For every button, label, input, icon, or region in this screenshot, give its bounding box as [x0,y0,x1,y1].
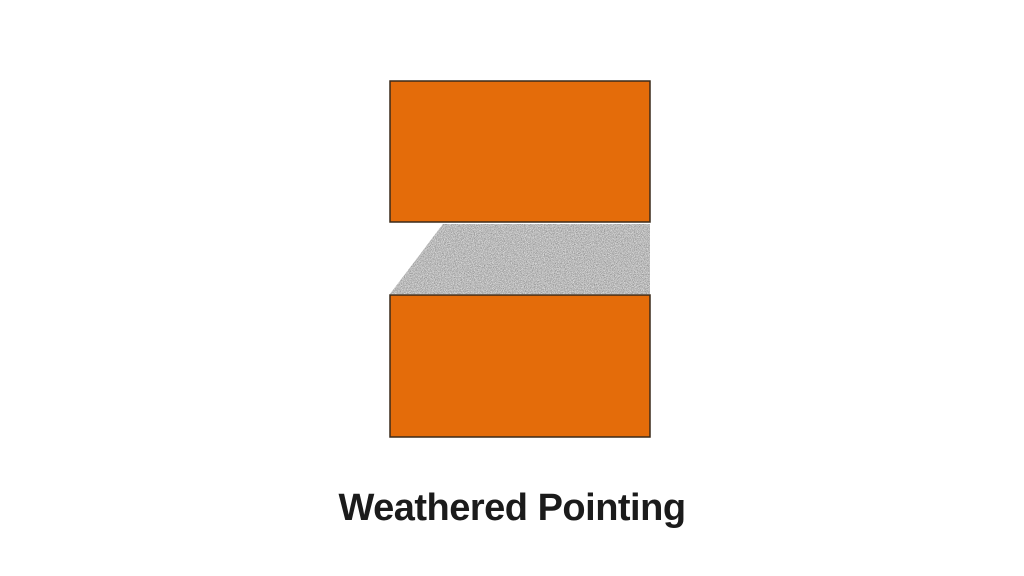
top-brick [389,80,651,223]
mortar-joint [390,224,650,294]
bottom-brick [389,294,651,438]
diagram-caption: Weathered Pointing [338,487,686,529]
